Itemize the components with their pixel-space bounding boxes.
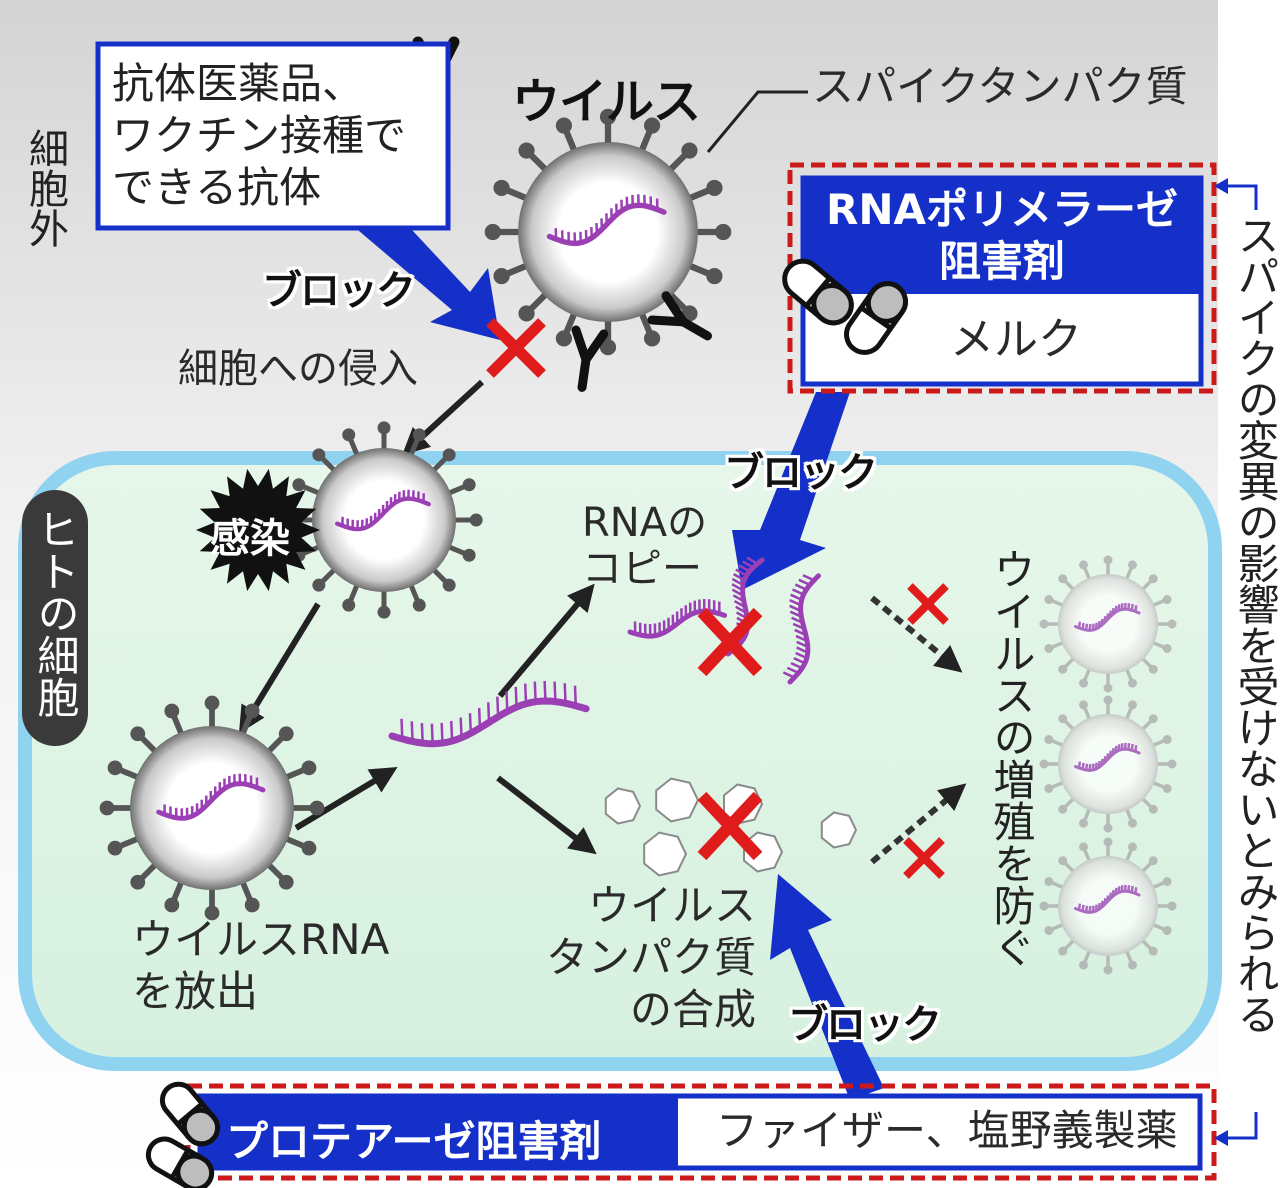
to-protein-arrow xyxy=(496,775,597,855)
rna-copy-label: RNAの コピー xyxy=(582,500,707,592)
virus-icon xyxy=(1039,837,1177,975)
cross-icon xyxy=(907,583,949,625)
antibody-box xyxy=(95,41,451,231)
rna-strand-icon xyxy=(388,680,590,748)
polymerase-title-line: RNAポリメラーゼ xyxy=(826,185,1178,234)
release-line: ウイルスRNA xyxy=(132,915,390,964)
rna-copy-line: RNAの xyxy=(582,500,708,546)
protein-synthesis-label: ウイルス タンパク質 の合成 xyxy=(520,880,756,1036)
to-rna-arrow xyxy=(294,767,398,831)
block-label: ブロック xyxy=(262,268,416,314)
cross-icon xyxy=(697,607,763,677)
block-label: ブロック xyxy=(788,1002,942,1048)
polymerase-block-arrow xyxy=(732,392,850,590)
protein-synthesis-line: タンパク質 xyxy=(545,933,756,982)
cell-label: ヒトの細胞 xyxy=(31,508,80,718)
release-arrow xyxy=(238,602,321,734)
side-note: スパイクの変異の影響を受けないとみられる xyxy=(1231,214,1280,1034)
spike-label: スパイクタンパク質 xyxy=(812,62,1188,111)
pill-icon xyxy=(145,1136,215,1188)
antibody-line: できる抗体 xyxy=(112,163,322,212)
infection-label: 感染 xyxy=(210,516,290,562)
release-label: ウイルスRNA を放出 xyxy=(132,914,389,1018)
bracket-arrowhead xyxy=(1214,178,1228,194)
pill-icon xyxy=(782,258,854,326)
pill-icon xyxy=(844,281,908,355)
extracellular-label: 細胞外 xyxy=(22,128,68,248)
polymerase-title: RNAポリメラーゼ 阻害剤 xyxy=(803,184,1201,288)
cross-icon xyxy=(903,837,945,879)
antibody-box-text: 抗体医薬品、 ワクチン接種で できる抗体 xyxy=(112,58,406,214)
cross-icon xyxy=(697,791,763,861)
polymerase-company: メルク xyxy=(950,314,1082,365)
antibody-line: 抗体医薬品、 xyxy=(112,59,365,108)
virus-icon xyxy=(1039,555,1177,693)
release-line: を放出 xyxy=(132,967,259,1016)
polymerase-title-line: 阻害剤 xyxy=(938,237,1065,286)
entry-label: 細胞への侵入 xyxy=(178,346,418,392)
protease-companies: ファイザー、塩野義製薬 xyxy=(716,1106,1178,1155)
side-note-bracket xyxy=(1222,184,1258,1140)
virus-icon xyxy=(285,421,483,619)
bracket-arrowhead xyxy=(1214,1130,1228,1146)
protein-synthesis-line: の合成 xyxy=(629,985,756,1034)
to-copy-arrow xyxy=(497,583,595,698)
virus-title: ウイルス xyxy=(512,74,701,130)
protease-block-arrow xyxy=(770,874,884,1100)
antibody-line: ワクチン接種で xyxy=(112,111,407,160)
protease-title-bg xyxy=(200,1096,678,1168)
pill-icon xyxy=(159,1081,221,1147)
protein-synthesis-line: ウイルス xyxy=(587,881,756,930)
antibody-icon xyxy=(571,325,609,392)
rna-strand-icon xyxy=(782,573,821,685)
rna-copy-line: コピー xyxy=(582,546,702,592)
prevent-label: ウイルスの増殖を防ぐ xyxy=(987,548,1036,968)
protein-to-virus-arrow xyxy=(870,783,967,865)
starburst-icon xyxy=(196,468,320,592)
virus-icon xyxy=(1039,695,1177,833)
virus-icon xyxy=(484,108,732,356)
polymerase-title-bg xyxy=(803,178,1201,294)
cell-label-pill xyxy=(22,490,88,746)
cross-icon xyxy=(486,318,546,378)
protease-title: プロテアーゼ阻害剤 xyxy=(226,1117,602,1166)
virus-icon xyxy=(99,695,325,921)
block-label: ブロック xyxy=(724,450,878,496)
antibody-block-arrow xyxy=(352,198,500,340)
spike-pointer-line xyxy=(706,90,808,153)
copy-to-virus-arrow xyxy=(870,595,963,673)
antibody-icon xyxy=(647,291,712,341)
